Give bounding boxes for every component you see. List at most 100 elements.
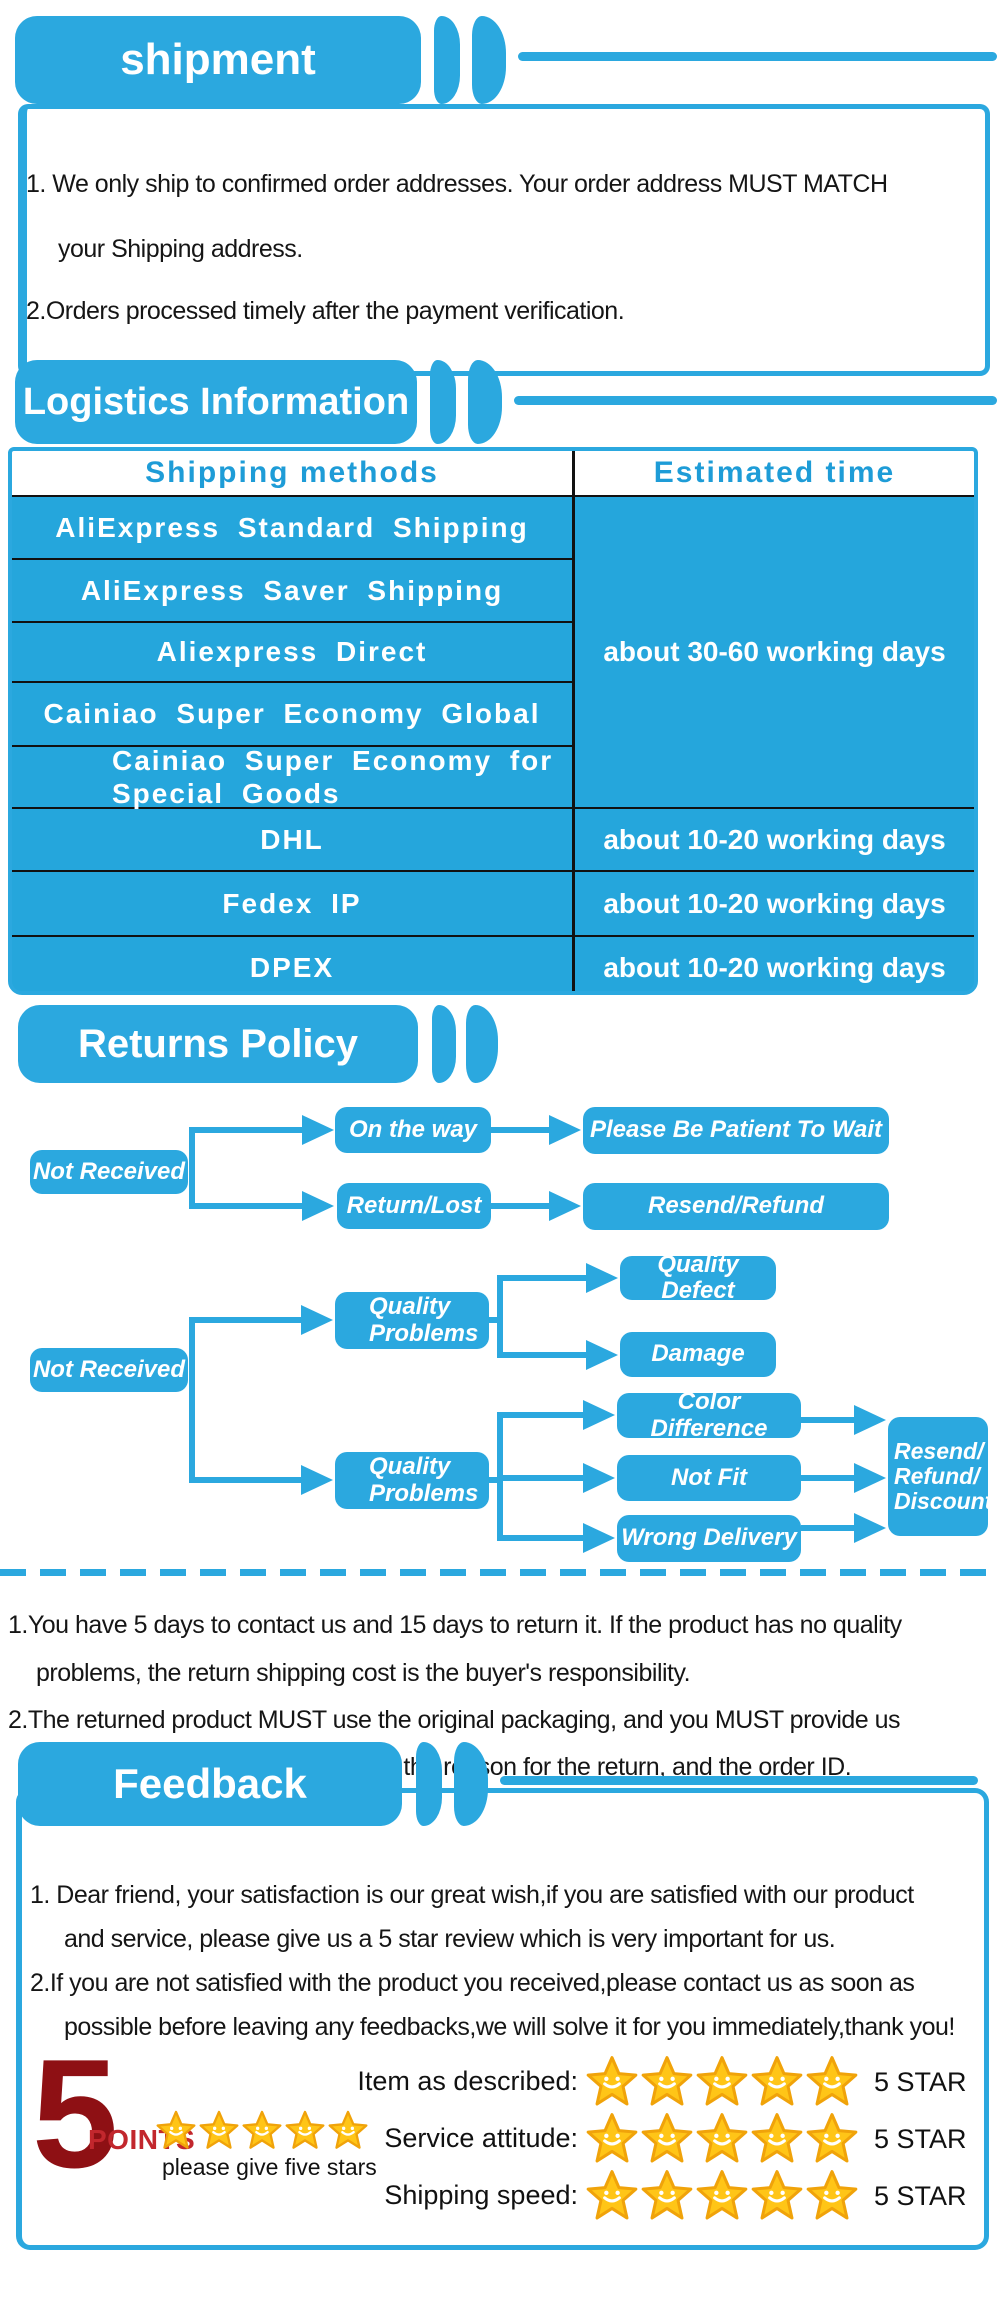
flow-connector — [488, 1317, 503, 1323]
flow-node-quality-problems: Quality Problems — [335, 1452, 489, 1509]
feedback-box — [16, 1788, 989, 2250]
table-row-method: DPEX — [12, 937, 572, 991]
arrow-right-icon — [549, 1191, 581, 1221]
feedback-note: 2.If you are not satisfied with the prod… — [30, 1969, 915, 1997]
header-rule — [518, 52, 997, 61]
star-icon — [641, 2056, 693, 2106]
flow-connector — [801, 1525, 857, 1531]
star-icon — [328, 2110, 368, 2149]
star-icon — [285, 2110, 325, 2149]
flow-connector — [189, 1317, 195, 1483]
arrow-right-icon — [586, 1263, 618, 1293]
header-rule — [514, 396, 997, 405]
flow-connector — [192, 1477, 304, 1483]
feedback-header: Feedback — [18, 1742, 402, 1826]
badge-star-row — [156, 2110, 368, 2150]
flow-node-color-difference: Color Difference — [617, 1388, 801, 1441]
badge-caption: please give five stars — [162, 2154, 377, 2180]
header-bracket-icon — [454, 1742, 488, 1826]
flow-connector — [491, 1203, 552, 1209]
arrow-right-icon — [583, 1463, 615, 1493]
flow-connector — [489, 1477, 503, 1483]
header-bracket-icon — [430, 360, 456, 444]
header-bracket-icon — [466, 1005, 498, 1083]
star-icon — [751, 2056, 803, 2106]
feedback-title: Feedback — [113, 1760, 307, 1807]
flow-connector — [491, 1127, 552, 1133]
flow-connector — [500, 1412, 586, 1418]
returns-note: 2.The returned product MUST use the orig… — [8, 1706, 901, 1734]
star-icon — [696, 2056, 748, 2106]
five-points-number: 5 — [32, 2027, 119, 2200]
logistics-table: Shipping methods Estimated time AliExpre… — [8, 447, 978, 995]
arrow-right-icon — [301, 1305, 333, 1335]
star-icon — [199, 2110, 239, 2149]
flow-node-quality-problems: Quality Problems — [335, 1292, 489, 1349]
star-icon — [751, 2170, 803, 2220]
rating-star-row — [586, 2169, 858, 2221]
star-icon — [586, 2113, 638, 2163]
flow-node-return-lost: Return/Lost — [337, 1183, 491, 1229]
arrow-right-icon — [583, 1400, 615, 1430]
table-row-method: Cainiao Super Economy Global — [12, 683, 572, 747]
flow-node-wrong-delivery: Wrong Delivery — [617, 1515, 801, 1562]
arrow-right-icon — [854, 1405, 886, 1435]
logistics-title: Logistics Information — [22, 380, 410, 423]
returns-note: 1.You have 5 days to contact us and 15 d… — [8, 1611, 902, 1639]
estimated-time-cell: about 10-20 working days — [572, 809, 974, 872]
arrow-right-icon — [302, 1191, 334, 1221]
rating-label: Item as described: — [357, 2066, 578, 2096]
shipment-box — [18, 104, 990, 376]
arrow-right-icon — [301, 1465, 333, 1495]
rating-value: 5 STAR — [874, 2124, 967, 2154]
method-line: Cainiao Super Economy for Special Goods — [112, 744, 554, 809]
header-bracket-icon — [468, 360, 502, 444]
arrow-right-icon — [854, 1463, 886, 1493]
rating-value: 5 STAR — [874, 2181, 967, 2211]
flow-node-on-the-way: On the way — [335, 1107, 491, 1153]
table-row-method: Aliexpress Direct — [12, 623, 572, 683]
shipment-title: shipment — [120, 35, 316, 84]
header-bracket-icon — [434, 16, 460, 104]
estimated-time-merged-cell: about 30-60 working days — [572, 497, 974, 809]
star-icon — [696, 2170, 748, 2220]
arrow-right-icon — [549, 1115, 581, 1145]
table-row-method: AliExpress Saver Shipping — [12, 560, 572, 623]
flow-node-not-received: Not Received — [30, 1348, 188, 1392]
header-rule — [500, 1776, 978, 1785]
arrow-right-icon — [302, 1115, 334, 1145]
dashed-divider — [0, 1569, 1000, 1576]
rating-value: 5 STAR — [874, 2067, 967, 2097]
table-row-method: AliExpress Standard Shipping — [12, 497, 572, 560]
flow-connector — [500, 1275, 589, 1281]
shipment-header: shipment — [15, 16, 421, 104]
returns-note: problems, the return shipping cost is th… — [36, 1659, 691, 1687]
star-icon — [156, 2110, 196, 2149]
star-icon — [806, 2056, 858, 2106]
column-header-estimated-time: Estimated time — [572, 451, 974, 497]
star-icon — [641, 2170, 693, 2220]
logistics-header: Logistics Information — [15, 360, 417, 444]
flow-node-not-received: Not Received — [30, 1150, 188, 1194]
star-icon — [696, 2113, 748, 2163]
star-icon — [586, 2056, 638, 2106]
star-icon — [641, 2113, 693, 2163]
flow-connector — [192, 1317, 304, 1323]
star-icon — [751, 2113, 803, 2163]
shipment-note: your Shipping address. — [58, 235, 303, 263]
flow-connector — [801, 1475, 857, 1481]
flow-connector — [497, 1275, 503, 1358]
flow-connector — [192, 1203, 305, 1209]
arrow-right-icon — [586, 1340, 618, 1370]
feedback-note: possible before leaving any feedbacks,we… — [64, 2013, 955, 2041]
returns-header: Returns Policy — [18, 1005, 418, 1083]
flow-node-quality-defect: Quality Defect — [620, 1251, 776, 1304]
flow-connector — [500, 1475, 586, 1481]
table-row-method: DHL — [12, 809, 572, 872]
arrow-right-icon — [583, 1523, 615, 1553]
header-bracket-icon — [432, 1005, 456, 1083]
flow-connector — [801, 1417, 857, 1423]
shipment-note: 2.Orders processed timely after the paym… — [26, 297, 625, 325]
flow-node-not-fit: Not Fit — [617, 1455, 801, 1501]
rating-star-row — [586, 2055, 858, 2107]
